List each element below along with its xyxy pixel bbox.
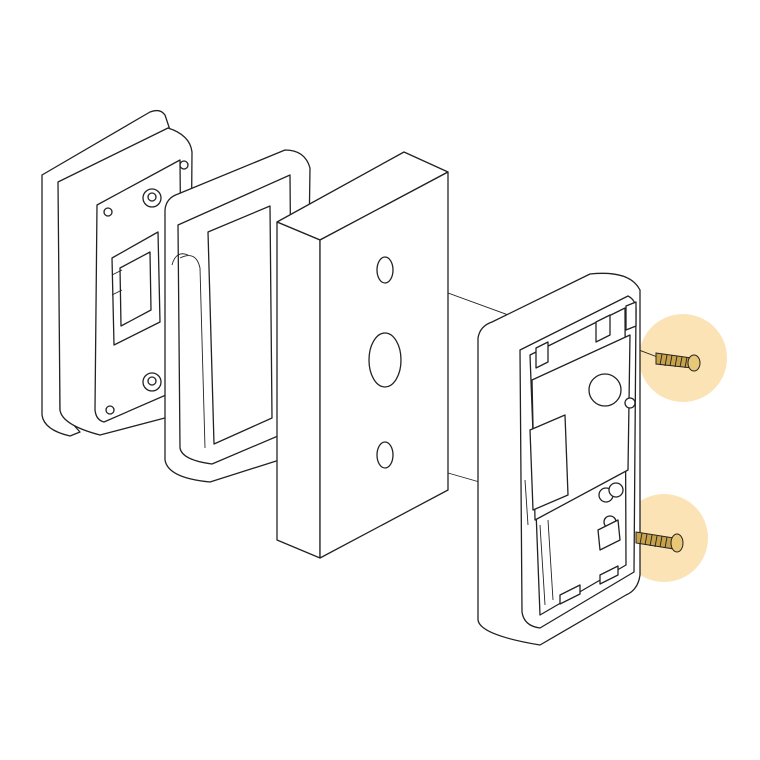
screw-bottom	[635, 531, 684, 553]
foam-spacer	[276, 151, 449, 559]
screw-top	[655, 352, 701, 372]
back-plate	[41, 109, 193, 437]
housing	[477, 272, 641, 646]
gasket-frame	[164, 149, 311, 483]
